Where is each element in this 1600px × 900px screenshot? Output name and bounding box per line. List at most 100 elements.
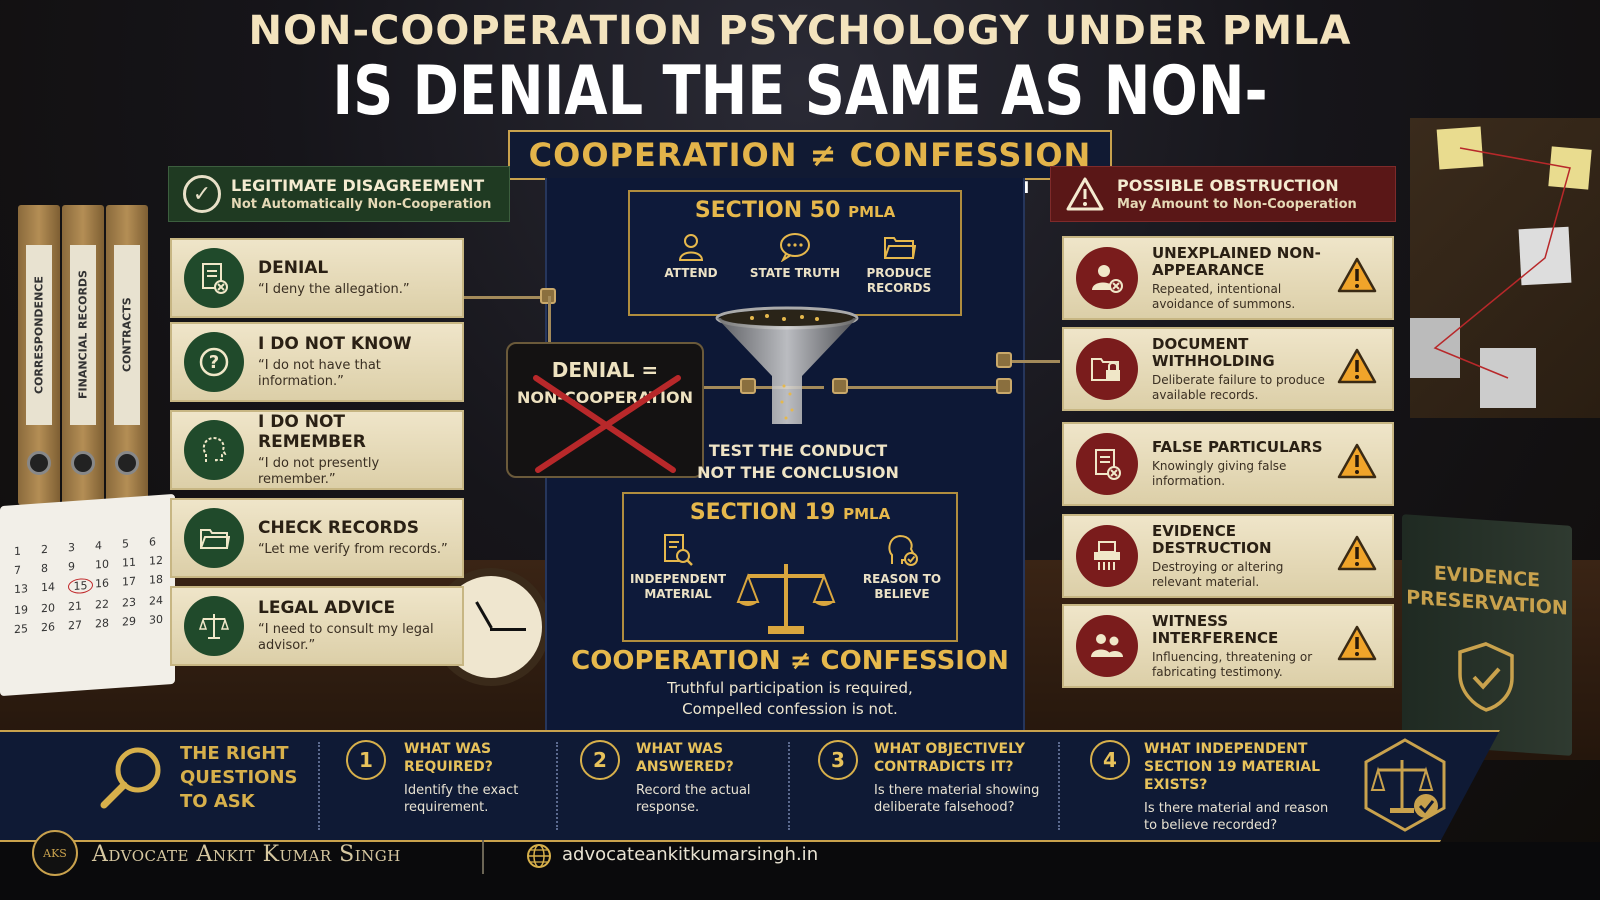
connector-line bbox=[1000, 360, 1060, 363]
question-number: 2 bbox=[580, 740, 620, 780]
warning-icon bbox=[1337, 257, 1377, 293]
card-denial: DENIAL“I deny the allegation.” bbox=[170, 238, 464, 318]
calendar-day: 5 bbox=[122, 537, 129, 551]
test-line1: TEST THE CONDUCT bbox=[708, 441, 888, 460]
calendar-day: 9 bbox=[68, 559, 75, 574]
card-title: FALSE PARTICULARS bbox=[1152, 438, 1323, 456]
reason-to-believe-item: REASON TO BELIEVE bbox=[850, 532, 954, 602]
questions-bar bbox=[0, 730, 1500, 842]
card-title: UNEXPLAINED NON-APPEARANCE bbox=[1152, 243, 1321, 279]
question-number: 3 bbox=[818, 740, 858, 780]
right-questions-heading: THE RIGHT QUESTIONS TO ASK bbox=[180, 743, 298, 812]
binder-label: CONTRACTS bbox=[114, 245, 140, 425]
card-title: EVIDENCE DESTRUCTION bbox=[1152, 521, 1272, 557]
evidence-board-icon bbox=[1410, 126, 1592, 408]
question-number: 1 bbox=[346, 740, 386, 780]
binder-ring bbox=[27, 451, 51, 475]
divider bbox=[318, 742, 320, 830]
binder-contracts: CONTRACTS bbox=[106, 205, 148, 505]
calendar-day: 29 bbox=[122, 614, 136, 629]
calendar-day: 23 bbox=[122, 595, 136, 610]
question-number: 4 bbox=[1090, 740, 1130, 780]
calendar-day: 11 bbox=[122, 555, 136, 570]
binder-ring bbox=[115, 451, 139, 475]
person-x-icon bbox=[1076, 247, 1138, 309]
person-icon bbox=[636, 232, 746, 262]
calendar-day: 8 bbox=[41, 561, 48, 576]
warning-icon bbox=[1337, 535, 1377, 571]
denial-equals-noncooperation-box: DENIAL = NON-COOPERATION bbox=[506, 342, 704, 478]
binder-correspondence: CORRESPONDENCE bbox=[18, 205, 60, 505]
card-quote: “I need to consult my legal advisor.” bbox=[258, 622, 434, 653]
folder-lock-icon bbox=[1076, 338, 1138, 400]
card-quote: “I deny the allegation.” bbox=[258, 282, 410, 297]
magnifier-icon bbox=[100, 747, 161, 809]
card-quote: “I do not presently remember.” bbox=[258, 456, 380, 487]
advocate-name: Advocate Ankit Kumar Singh bbox=[92, 842, 401, 867]
section-19-title: SECTION 19 PMLA bbox=[689, 500, 891, 525]
calendar-day: 14 bbox=[41, 580, 55, 595]
denial-line1: DENIAL = bbox=[551, 358, 659, 382]
website-link[interactable]: advocateankitkumarsingh.in bbox=[562, 844, 819, 865]
calendar-day: 15 bbox=[68, 577, 93, 595]
document-x-icon bbox=[184, 248, 244, 308]
card-quote: “I do not have that information.” bbox=[258, 358, 381, 389]
truth-line2: Compelled confession is not. bbox=[682, 700, 898, 718]
card-false-particulars: FALSE PARTICULARS Knowingly giving false … bbox=[1062, 422, 1394, 506]
calendar-day: 10 bbox=[95, 557, 109, 572]
cross-out-icon bbox=[533, 375, 681, 473]
card-desc: Knowingly giving false information. bbox=[1152, 459, 1287, 488]
calendar-day: 27 bbox=[68, 618, 82, 633]
connector-knob bbox=[996, 378, 1012, 394]
question-title: WHAT INDEPENDENT SECTION 19 MATERIAL EXI… bbox=[1144, 741, 1321, 793]
calendar-day: 17 bbox=[122, 574, 136, 589]
card-legal-advice: LEGAL ADVICE“I need to consult my legal … bbox=[170, 586, 464, 666]
legitimate-disagreement-header: ✓ LEGITIMATE DISAGREEMENT Not Automatica… bbox=[168, 166, 510, 222]
header-subtitle: Not Automatically Non-Cooperation bbox=[231, 197, 492, 212]
calendar-day: 13 bbox=[14, 582, 28, 597]
section-19-box: SECTION 19 PMLA INDEPENDENT MATERIAL REA… bbox=[622, 492, 958, 642]
warning-icon bbox=[1066, 177, 1104, 211]
aks-logo: AKS bbox=[32, 830, 78, 876]
calendar-day: 19 bbox=[14, 603, 28, 618]
question-desc: Record the actual response. bbox=[636, 783, 751, 815]
connector-knob bbox=[996, 352, 1012, 368]
card-title: I DO NOT REMEMBER bbox=[258, 412, 366, 452]
connector-line bbox=[704, 386, 824, 389]
card-desc: Destroying or altering relevant material… bbox=[1152, 559, 1284, 589]
check-icon: ✓ bbox=[183, 175, 221, 213]
card-title: I DO NOT KNOW bbox=[258, 334, 412, 354]
shredder-icon bbox=[1076, 525, 1138, 587]
card-i-do-not-remember: I DO NOT REMEMBER “I do not presently rem… bbox=[170, 410, 464, 490]
attend-item: ATTEND bbox=[636, 232, 746, 281]
section-50-box: SECTION 50 PMLA ATTEND STATE TRUTH PRODU… bbox=[628, 190, 962, 316]
card-desc: Deliberate failure to produce available … bbox=[1152, 372, 1325, 402]
card-check-records: CHECK RECORDS“Let me verify from records… bbox=[170, 498, 464, 578]
divider bbox=[1058, 742, 1060, 830]
scales-seal-icon bbox=[1364, 738, 1446, 832]
card-i-do-not-know: ? I DO NOT KNOW“I do not have that infor… bbox=[170, 322, 464, 402]
cooperation-banner: COOPERATION ≠ CONFESSION bbox=[508, 130, 1112, 180]
calendar-day: 28 bbox=[95, 616, 109, 631]
truthful-participation-text: Truthful participation is required, Comp… bbox=[545, 678, 1035, 720]
independent-material-item: INDEPENDENT MATERIAL bbox=[626, 532, 730, 602]
divider bbox=[482, 840, 484, 874]
scales-of-justice-icon bbox=[736, 564, 836, 634]
warning-icon bbox=[1337, 348, 1377, 384]
calendar-day: 7 bbox=[14, 563, 21, 578]
calendar-day: 3 bbox=[68, 540, 75, 555]
document-x-icon bbox=[1076, 433, 1138, 495]
question-title: WHAT WAS ANSWERED? bbox=[636, 741, 734, 775]
question-title: WHAT OBJECTIVELY CONTRADICTS IT? bbox=[874, 741, 1025, 775]
head-check-icon bbox=[850, 532, 954, 568]
cooperation-confession-heading: COOPERATION ≠ CONFESSION bbox=[571, 646, 1009, 676]
calendar-day: 16 bbox=[95, 576, 109, 591]
connector-knob bbox=[740, 378, 756, 394]
card-title: CHECK RECORDS bbox=[258, 518, 419, 538]
globe-icon bbox=[527, 844, 551, 868]
people-icon bbox=[1076, 615, 1138, 677]
calendar-day: 21 bbox=[68, 599, 82, 614]
